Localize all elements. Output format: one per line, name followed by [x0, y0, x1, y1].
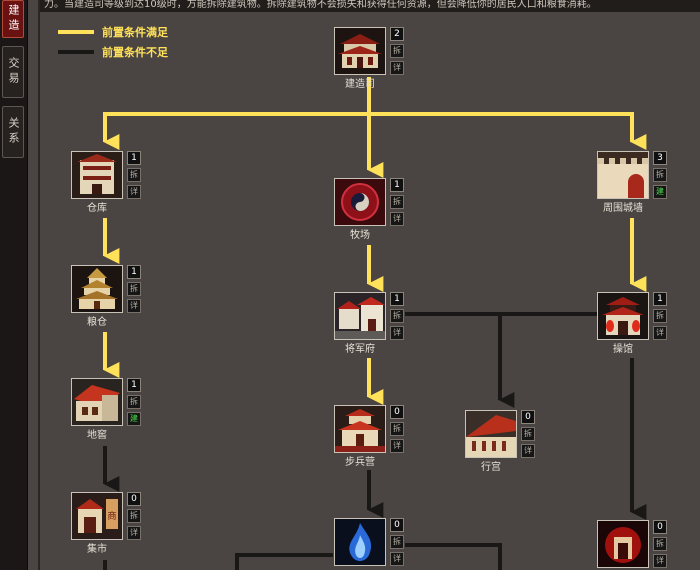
detail-button[interactable]: 详	[390, 326, 404, 340]
legend-satisfied: 前置条件满足	[58, 25, 168, 39]
demolish-button[interactable]: 拆	[653, 168, 667, 182]
detail-button[interactable]: 详	[390, 61, 404, 75]
line-jianzaosi-right	[369, 112, 647, 150]
building-name: 仓库	[87, 203, 107, 214]
building-name: 集市	[87, 544, 107, 555]
building-mystic[interactable]: 0 拆 详	[334, 518, 406, 568]
palace-wing-icon[interactable]	[465, 410, 517, 458]
building-jianzaosi[interactable]: 2 拆 详 建造司	[334, 27, 406, 90]
cellar-icon[interactable]	[71, 378, 123, 426]
building-name: 周围城墙	[603, 203, 643, 214]
building-name: 操馆	[613, 344, 633, 355]
granary-icon[interactable]	[71, 265, 123, 313]
general-mansion-icon[interactable]	[334, 292, 386, 340]
building-name: 地窖	[87, 430, 107, 441]
building-liangcang[interactable]: 1 拆 详 粮仓	[71, 265, 143, 328]
demolish-button[interactable]: 拆	[127, 168, 141, 182]
legend-unsatisfied: 前置条件不足	[58, 45, 168, 59]
svg-text:商: 商	[107, 510, 116, 522]
detail-button[interactable]: 详	[390, 552, 404, 566]
level-badge: 1	[127, 151, 141, 165]
tab-build[interactable]: 建造	[2, 0, 24, 38]
city-wall-icon[interactable]	[597, 151, 649, 199]
building-dijiao[interactable]: 1 拆 建 地窖	[71, 378, 143, 441]
demolish-button[interactable]: 拆	[390, 195, 404, 209]
level-badge: 0	[390, 405, 404, 419]
build-button[interactable]: 建	[653, 185, 667, 199]
warehouse-icon[interactable]	[71, 151, 123, 199]
tab-trade[interactable]: 交易	[2, 46, 24, 98]
detail-button[interactable]: 详	[127, 299, 141, 313]
demon-gate-icon[interactable]	[597, 520, 649, 568]
level-badge: 1	[390, 178, 404, 192]
demolish-button[interactable]: 拆	[127, 282, 141, 296]
detail-button[interactable]: 详	[390, 439, 404, 453]
legend-unsatisfied-swatch	[58, 50, 94, 54]
demolish-button[interactable]: 拆	[390, 422, 404, 436]
demolish-button[interactable]: 拆	[653, 537, 667, 551]
level-badge: 1	[127, 265, 141, 279]
demolish-button[interactable]: 拆	[390, 44, 404, 58]
building-name: 行宫	[481, 462, 501, 473]
building-xinggong[interactable]: 0 拆 详 行宫	[465, 410, 537, 473]
sidebar: 建造 交易 关系	[0, 0, 28, 570]
market-icon[interactable]: 商	[71, 492, 123, 540]
building-demon[interactable]: 0 拆 详	[597, 520, 669, 570]
yin-yang-icon[interactable]	[334, 178, 386, 226]
building-muchang[interactable]: 1 拆 详 牧场	[334, 178, 406, 241]
line-mystic-left	[235, 553, 333, 570]
lantern-hall-icon[interactable]	[597, 292, 649, 340]
build-button[interactable]: 建	[127, 412, 141, 426]
demolish-button[interactable]: 拆	[653, 309, 667, 323]
building-chengqiang[interactable]: 3 拆 建 周围城墙	[597, 151, 669, 214]
building-name: 建造司	[345, 79, 375, 90]
blue-flame-icon[interactable]	[334, 518, 386, 566]
demolish-button[interactable]: 拆	[521, 427, 535, 441]
detail-button[interactable]: 详	[390, 212, 404, 226]
demolish-button[interactable]: 拆	[390, 309, 404, 323]
legend-unsatisfied-label: 前置条件不足	[102, 46, 168, 59]
level-badge: 3	[653, 151, 667, 165]
building-name: 将军府	[345, 344, 375, 355]
building-bubingying[interactable]: 0 拆 详 步兵营	[334, 405, 406, 468]
detail-button[interactable]: 详	[521, 444, 535, 458]
level-badge: 1	[653, 292, 667, 306]
building-cangku[interactable]: 1 拆 详 仓库	[71, 151, 143, 214]
building-name: 步兵营	[345, 457, 375, 468]
level-badge: 0	[653, 520, 667, 534]
level-badge: 0	[127, 492, 141, 506]
building-name: 粮仓	[87, 317, 107, 328]
building-caoguan[interactable]: 1 拆 详 操馆	[597, 292, 669, 355]
detail-button[interactable]: 详	[127, 526, 141, 540]
line-jianzaosi-left	[103, 112, 369, 150]
building-jishi[interactable]: 商 0 拆 详 集市	[71, 492, 143, 555]
level-badge: 0	[390, 518, 404, 532]
line-mystic-right	[405, 543, 502, 570]
level-badge: 0	[521, 410, 535, 424]
detail-button[interactable]: 详	[127, 185, 141, 199]
level-badge: 1	[127, 378, 141, 392]
tab-relations[interactable]: 关系	[2, 106, 24, 158]
legend-satisfied-swatch	[58, 30, 94, 34]
panel-divider	[38, 0, 40, 570]
level-badge: 1	[390, 292, 404, 306]
demolish-button[interactable]: 拆	[127, 509, 141, 523]
detail-button[interactable]: 详	[653, 554, 667, 568]
building-name: 牧场	[350, 230, 370, 241]
legend-satisfied-label: 前置条件满足	[102, 26, 168, 39]
detail-button[interactable]: 详	[653, 326, 667, 340]
palace-icon[interactable]	[334, 27, 386, 75]
demolish-button[interactable]: 拆	[390, 535, 404, 549]
demolish-button[interactable]: 拆	[127, 395, 141, 409]
building-jiangjunfu[interactable]: 1 拆 详 将军府	[334, 292, 406, 355]
barracks-icon[interactable]	[334, 405, 386, 453]
description-text: 力。当建造司等级到达10级时，方能拆除建筑物。拆除建筑物不会损失和获得任何资源，…	[40, 0, 700, 12]
level-badge: 2	[390, 27, 404, 41]
